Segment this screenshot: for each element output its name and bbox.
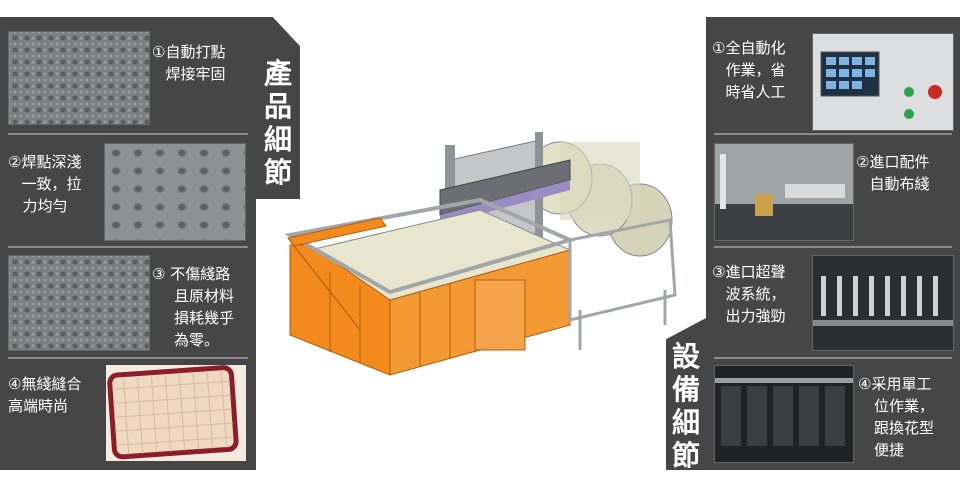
equipment-item-1: ①全自動化 作業，省 時省人工 xyxy=(712,37,785,103)
equipment-item-3: ③進口超聲 波系統， 出力強勁 xyxy=(712,261,785,327)
caption-line: ①全自動化 xyxy=(712,39,786,57)
mat-image xyxy=(106,365,246,461)
tab-char: 細 xyxy=(671,406,700,439)
equipment-item-4: ④采用單工 位作業， 跟換花型 便捷 xyxy=(858,373,934,461)
divider xyxy=(8,357,248,359)
caption-line: 一致，拉 xyxy=(21,175,82,193)
caption-line: ③進口超聲 xyxy=(712,263,786,281)
tab-char: 設 xyxy=(671,340,700,373)
caption-line: 時省人工 xyxy=(725,83,786,101)
equipment-details-tab: 設 備 細 節 xyxy=(666,318,706,470)
product-details-tab: 產 品 細 節 xyxy=(256,17,300,199)
tab-char: 品 xyxy=(263,90,292,123)
caption-line: ②焊點深淺 xyxy=(8,153,82,171)
caption-line: 便捷 xyxy=(874,441,905,459)
divider xyxy=(714,357,952,359)
caption-line: 為零。 xyxy=(174,331,220,349)
machine-illustration xyxy=(284,132,677,376)
tab-char: 節 xyxy=(263,156,292,189)
fabric-dots-image xyxy=(8,31,150,125)
tab-char: 備 xyxy=(671,373,700,406)
caption-line: 且原材料 xyxy=(174,287,235,305)
station-icon xyxy=(715,366,853,462)
caption-line: 跟換花型 xyxy=(874,419,935,437)
caption-line: ③ 不傷綫路 xyxy=(152,265,231,283)
fabric-rolls xyxy=(527,141,673,257)
caption-line: 力均勻 xyxy=(22,197,68,215)
control-panel-image xyxy=(812,33,954,131)
product-item-2: ②焊點深淺 一致，拉 力均勻 xyxy=(8,151,81,217)
tab-char: 節 xyxy=(671,439,700,472)
touchscreen-icon xyxy=(813,34,953,130)
caption-line: ②進口配件 xyxy=(856,153,930,171)
equipment-item-2: ②進口配件 自動布綫 xyxy=(856,151,929,195)
tab-char: 產 xyxy=(263,57,292,90)
divider xyxy=(8,133,248,135)
product-item-4: ④無綫縫合 高端時尚 xyxy=(8,373,81,417)
quilted-mat-icon xyxy=(107,365,239,460)
caption-line: 損耗幾乎 xyxy=(174,309,235,327)
wiring-icon xyxy=(715,144,853,240)
imported-parts-image xyxy=(714,143,854,241)
caption-line: 出力強勁 xyxy=(725,307,786,325)
divider xyxy=(8,246,248,248)
fabric-seam-image xyxy=(8,255,150,351)
caption-line: ④無綫縫合 xyxy=(8,375,82,393)
tab-char: 細 xyxy=(263,123,292,156)
caption-line: 波系統， xyxy=(725,285,786,303)
caption-line: ①自動打點 xyxy=(152,43,226,61)
single-station-image xyxy=(714,365,854,463)
divider xyxy=(714,133,952,135)
caption-line: ④采用單工 xyxy=(858,375,932,393)
product-details-panel: ①自動打點 焊接牢固 ②焊點深淺 一致，拉 力均勻 ③ 不傷綫路 且原材料 損耗… xyxy=(0,17,256,470)
caption-line: 高端時尚 xyxy=(8,397,69,415)
product-item-1: ①自動打點 焊接牢固 xyxy=(152,41,225,85)
caption-line: 自動布綫 xyxy=(869,175,930,193)
ultrasonic-system-image xyxy=(812,255,954,351)
equipment-details-panel: ①全自動化 作業，省 時省人工 ②進口配件 自動布綫 xyxy=(706,17,960,470)
ultrasonic-heads-icon xyxy=(813,256,953,350)
caption-line: 位作業， xyxy=(874,397,935,415)
caption-line: 作業，省 xyxy=(725,61,786,79)
caption-line: 焊接牢固 xyxy=(165,65,226,83)
product-item-3: ③ 不傷綫路 且原材料 損耗幾乎 為零。 xyxy=(152,263,234,351)
fabric-quilt-image xyxy=(104,143,246,241)
divider xyxy=(714,246,952,248)
